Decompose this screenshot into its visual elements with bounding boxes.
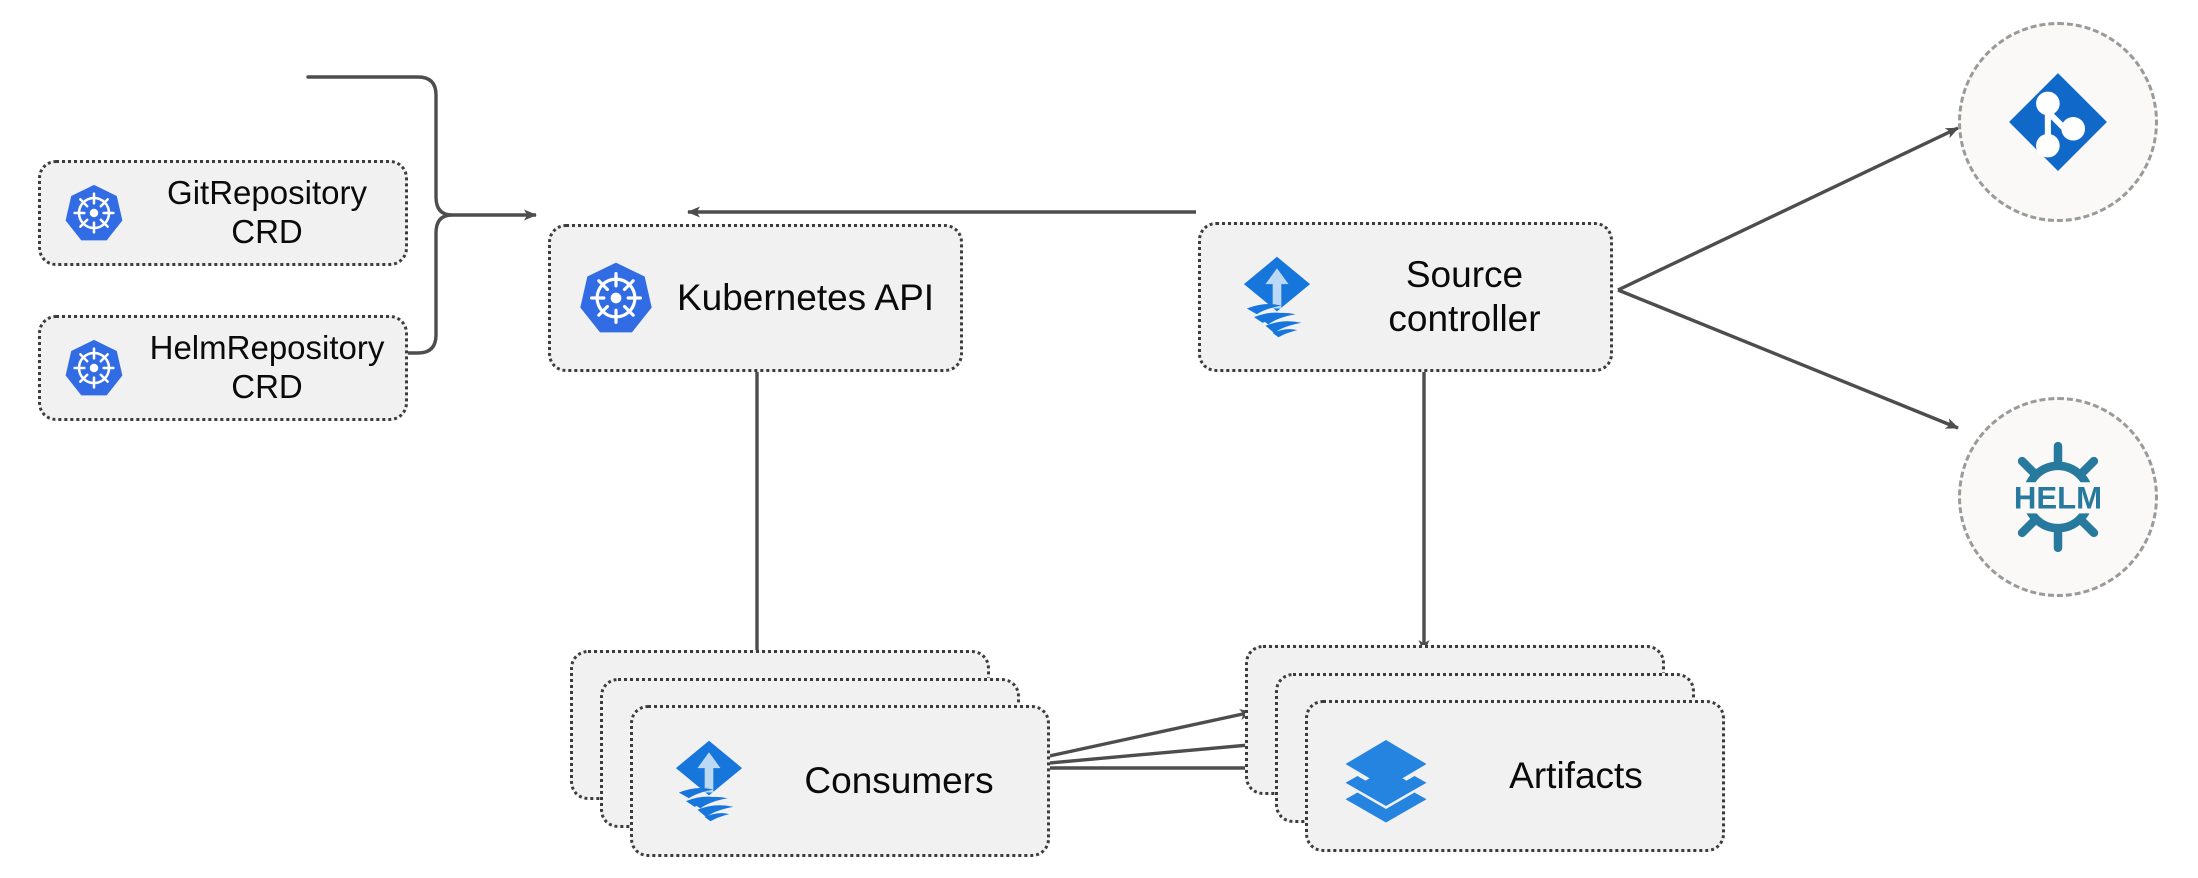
git-icon xyxy=(2009,73,2107,171)
crd-kind: CRD xyxy=(231,213,303,250)
node-label: Source controller xyxy=(1337,253,1610,340)
node-source-controller[interactable]: Source controller xyxy=(1198,222,1613,372)
node-label-line2: controller xyxy=(1388,298,1541,339)
crd-name: GitRepository xyxy=(167,174,367,212)
external-git[interactable] xyxy=(1958,22,2158,222)
kubernetes-icon xyxy=(65,184,123,241)
edge-source-to-git xyxy=(1617,126,1959,292)
kubernetes-icon xyxy=(65,339,123,396)
flux-icon xyxy=(1243,256,1311,338)
layers-icon xyxy=(1345,740,1427,823)
node-label: Consumers xyxy=(804,760,994,802)
node-gitrepository-crd[interactable]: GitRepository CRD xyxy=(38,160,408,266)
helm-wordmark: HELM xyxy=(2014,480,2102,515)
node-label: HelmRepository CRD xyxy=(145,329,405,407)
edge-source-to-helm xyxy=(1617,288,1959,430)
node-kubernetes-api[interactable]: Kubernetes API xyxy=(548,224,963,372)
node-label: GitRepository CRD xyxy=(145,174,405,252)
node-label: Artifacts xyxy=(1509,755,1643,797)
node-consumers[interactable]: Consumers xyxy=(630,705,1050,857)
node-label-line1: Source xyxy=(1405,254,1524,296)
node-artifacts[interactable]: Artifacts xyxy=(1305,700,1725,852)
node-helmrepository-crd[interactable]: HelmRepository CRD xyxy=(38,315,408,421)
flux-icon xyxy=(675,740,743,822)
node-label: Kubernetes API xyxy=(676,277,935,319)
external-helm[interactable]: HELM xyxy=(1958,397,2158,597)
crd-name: HelmRepository xyxy=(149,329,385,367)
crd-kind: CRD xyxy=(231,368,303,405)
kubernetes-icon xyxy=(580,262,652,333)
helm-icon: HELM xyxy=(2012,441,2104,553)
